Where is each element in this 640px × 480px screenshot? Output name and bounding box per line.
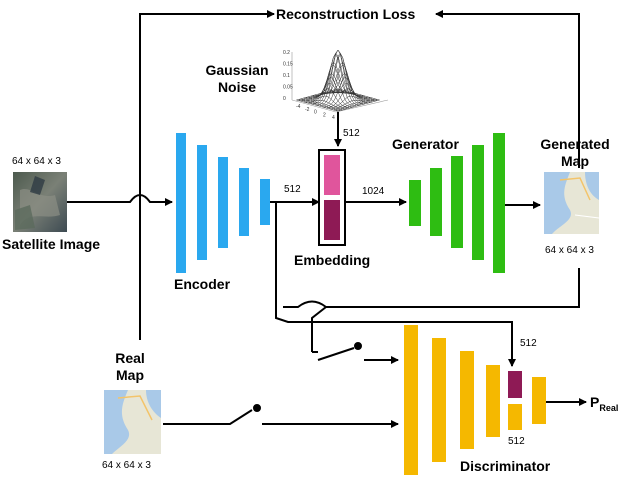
p-real-sub: Real bbox=[599, 402, 619, 413]
real-map-path bbox=[163, 404, 399, 428]
gaussian-x-tick: 0 bbox=[314, 110, 317, 116]
dim-1024: 1024 bbox=[362, 186, 385, 197]
real-map-line2: Map bbox=[116, 367, 144, 383]
gaussian-x-tick: -4 bbox=[296, 104, 301, 110]
generator-layer-1 bbox=[409, 180, 421, 226]
embedding-label: Embedding bbox=[294, 252, 371, 268]
generated-map-label: Generated Map bbox=[535, 136, 615, 170]
discriminator-embedding bbox=[508, 371, 522, 398]
gaussian-x-tick: -2 bbox=[305, 107, 310, 113]
gaussian-z-tick: 0.1 bbox=[283, 73, 290, 79]
gaussian-mesh-line bbox=[303, 97, 345, 110]
p-real-label: PReal bbox=[590, 394, 618, 413]
switch-pivot-bottom bbox=[253, 404, 261, 412]
p-real-main: P bbox=[590, 394, 600, 410]
gaussian-mesh-line bbox=[319, 53, 362, 107]
encoder-layer-3 bbox=[218, 157, 228, 248]
gaussian-z-tick: 0 bbox=[283, 96, 286, 102]
encoder-to-discriminator-path bbox=[275, 202, 516, 367]
reconstruction-loss-arrows bbox=[139, 10, 580, 340]
gaussian-mesh-line bbox=[314, 53, 357, 107]
embedding-top bbox=[324, 155, 340, 195]
discriminator-layer-5 bbox=[508, 404, 522, 430]
discriminator-layer-6 bbox=[532, 377, 546, 424]
generator-layer-4 bbox=[472, 145, 484, 260]
discriminator-layer-1 bbox=[404, 325, 418, 475]
encoder bbox=[176, 133, 270, 273]
discriminator-layer-3 bbox=[460, 351, 474, 449]
encoder-layer-5 bbox=[260, 179, 270, 225]
reconstruction-loss-label: Reconstruction Loss bbox=[276, 6, 416, 22]
gaussian-mesh-line bbox=[333, 98, 376, 111]
discriminator-layer-2 bbox=[432, 338, 446, 462]
gaussian-z-tick: 0.15 bbox=[283, 62, 293, 68]
generator-label: Generator bbox=[392, 136, 459, 152]
generated-map-line2: Map bbox=[561, 153, 589, 169]
dim-512-disc-bottom: 512 bbox=[508, 436, 525, 447]
discriminator-layer-4 bbox=[486, 365, 500, 437]
embedding-block bbox=[318, 149, 346, 246]
dim-512-disc-top: 512 bbox=[520, 338, 537, 349]
embedding-bottom bbox=[324, 200, 340, 240]
discriminator-label: Discriminator bbox=[460, 458, 551, 474]
gaussian-mesh-line bbox=[337, 99, 380, 112]
generated-dimension-label: 64 x 64 x 3 bbox=[545, 245, 594, 256]
generated-map-line1: Generated bbox=[540, 136, 610, 152]
real-map-image bbox=[104, 390, 161, 454]
gaussian-x-tick: 2 bbox=[323, 112, 326, 118]
gaussian-z-tick: 0.05 bbox=[283, 85, 293, 91]
satellite-dimension-label: 64 x 64 x 3 bbox=[12, 156, 61, 167]
generator-layer-5 bbox=[493, 133, 505, 273]
encoder-layer-4 bbox=[239, 168, 249, 236]
generator-layer-3 bbox=[451, 156, 463, 248]
switch-pivot-top bbox=[354, 342, 362, 350]
real-dimension-label: 64 x 64 x 3 bbox=[102, 460, 151, 471]
gaussian-mesh-line bbox=[296, 99, 339, 112]
satellite-to-encoder-arrow bbox=[67, 194, 173, 206]
generated-map-image bbox=[544, 172, 600, 234]
gaussian-noise-line1: Gaussian bbox=[205, 62, 269, 78]
satellite-image bbox=[13, 172, 67, 232]
gaussian-mesh-line bbox=[298, 99, 341, 111]
discriminator bbox=[404, 325, 546, 475]
generated-to-discriminator-path bbox=[283, 268, 580, 352]
real-map-line1: Real bbox=[115, 350, 145, 366]
generator-layer-2 bbox=[430, 168, 442, 236]
satellite-image-label: Satellite Image bbox=[2, 236, 101, 252]
encoder-layer-2 bbox=[197, 145, 207, 260]
dim-512-noise: 512 bbox=[343, 128, 360, 139]
gaussian-mesh-line bbox=[300, 98, 343, 111]
generator bbox=[409, 133, 505, 273]
encoder-layer-1 bbox=[176, 133, 186, 273]
encoder-label: Encoder bbox=[174, 276, 231, 292]
gaussian-z-tick: 0.2 bbox=[283, 50, 290, 56]
gaussian-noise-line2: Noise bbox=[217, 79, 257, 95]
dim-512-encoder: 512 bbox=[284, 184, 301, 195]
gaussian-noise-label: Gaussian Noise bbox=[205, 62, 269, 96]
gaussian-mesh-line bbox=[335, 99, 378, 111]
gaussian-x-tick: 4 bbox=[332, 115, 335, 121]
real-map-label: Real Map bbox=[100, 350, 160, 384]
